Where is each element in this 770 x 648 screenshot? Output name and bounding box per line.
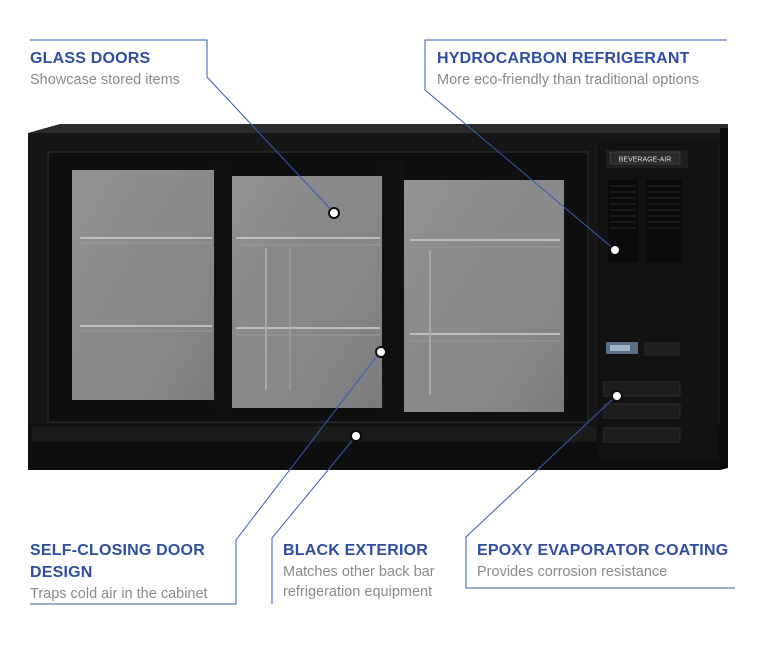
black-exterior-dot bbox=[350, 430, 362, 442]
callout-title-line1: SELF-CLOSING DOOR bbox=[30, 542, 205, 559]
callout-description: Showcase stored items bbox=[30, 72, 180, 88]
callout-description-line1: Matches other back bar bbox=[283, 564, 435, 580]
callout-lines bbox=[30, 39, 735, 605]
callout-title: GLASS DOORS bbox=[30, 50, 151, 67]
callout-black-exterior: BLACK EXTERIOR Matches other back bar re… bbox=[283, 540, 435, 602]
callout-description: Traps cold air in the cabinet bbox=[30, 586, 208, 602]
self-closing-dot bbox=[375, 346, 387, 358]
callout-hydrocarbon-refrigerant: HYDROCARBON REFRIGERANT More eco-friendl… bbox=[437, 48, 699, 90]
callout-description-line2: refrigeration equipment bbox=[283, 584, 433, 600]
control-panel bbox=[598, 140, 718, 460]
hydrocarbon-dot bbox=[609, 244, 621, 256]
callout-dots bbox=[328, 207, 623, 442]
callout-title: EPOXY EVAPORATOR COATING bbox=[477, 542, 729, 559]
callout-title: HYDROCARBON REFRIGERANT bbox=[437, 50, 690, 67]
callout-self-closing-door: SELF-CLOSING DOOR DESIGN Traps cold air … bbox=[30, 540, 208, 604]
glass-door-left bbox=[72, 170, 214, 400]
glass-door-right bbox=[404, 180, 564, 412]
glass-door-center bbox=[232, 176, 382, 408]
callout-glass-doors: GLASS DOORS Showcase stored items bbox=[30, 48, 180, 90]
glass-doors-dot bbox=[328, 207, 340, 219]
callout-description: Provides corrosion resistance bbox=[477, 564, 668, 580]
callout-title-line2: DESIGN bbox=[30, 564, 93, 581]
shelves bbox=[80, 237, 560, 395]
epoxy-dot bbox=[611, 390, 623, 402]
callout-epoxy-evaporator: EPOXY EVAPORATOR COATING Provides corros… bbox=[477, 540, 728, 582]
brand-badge: BEVERAGE-AIR bbox=[619, 157, 672, 164]
callout-title: BLACK EXTERIOR bbox=[283, 542, 429, 559]
callout-description: More eco-friendly than traditional optio… bbox=[437, 72, 699, 88]
